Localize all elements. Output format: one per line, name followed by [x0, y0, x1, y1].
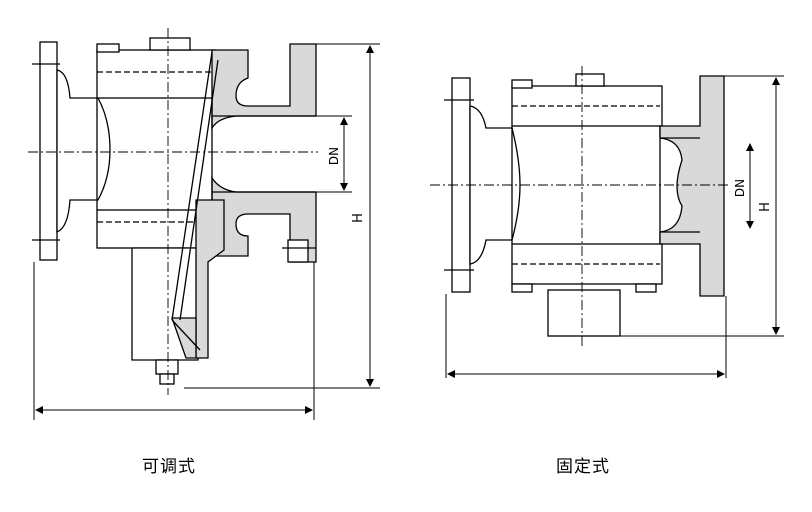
fixed-valve-drawing — [444, 73, 725, 337]
adjustable-dn-label: DN — [327, 147, 341, 165]
fixed-hatched-section — [659, 75, 725, 297]
adjustable-centerlines — [28, 28, 318, 395]
fixed-dimension-lines — [445, 75, 784, 378]
fixed-centerlines — [430, 66, 730, 346]
fixed-bottom-plug — [547, 289, 621, 337]
hatched-body-section — [211, 43, 317, 131]
adjustable-valve-drawing — [32, 37, 317, 385]
adjust-sleeve — [195, 199, 225, 359]
adjust-nut — [155, 359, 179, 375]
fixed-h-label: H — [758, 202, 773, 212]
adjustable-h-label: H — [351, 213, 366, 223]
fixed-dn-label: DN — [733, 179, 747, 197]
adjustable-caption: 可调式 — [142, 457, 196, 477]
fixed-caption: 固定式 — [556, 457, 610, 477]
left-flange — [39, 41, 58, 261]
top-cover — [96, 49, 216, 99]
adjustable-dimension-lines — [33, 43, 380, 420]
